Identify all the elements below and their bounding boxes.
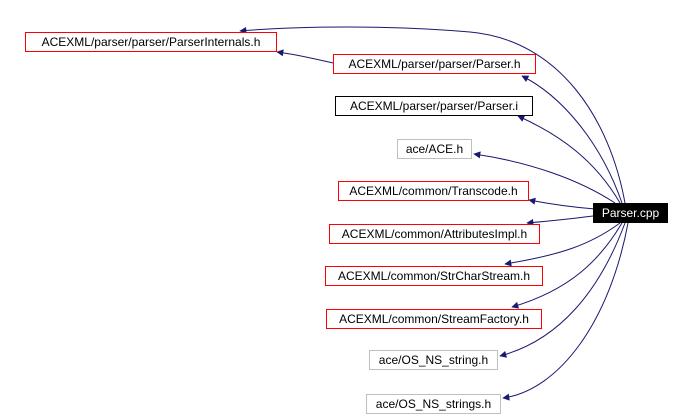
node-streamfactory-h[interactable]: ACEXML/common/StreamFactory.h: [326, 309, 542, 329]
edge-parser-cpp-to-strcharstream-h: [504, 222, 621, 267]
edge-parser-cpp-to-transcode-h: [528, 197, 596, 210]
edge-parser-cpp-to-attributesimpl-h: [526, 215, 594, 226]
edge-parser-cpp-to-ace-h: [473, 151, 616, 204]
edge-parser-cpp-to-parser-h: [521, 75, 623, 204]
edge-parser-h-to-parserinternals-h: [276, 49, 334, 64]
node-attributesimpl-h[interactable]: ACEXML/common/AttributesImpl.h: [329, 224, 540, 244]
edge-parser-cpp-to-streamfactory-h: [511, 222, 623, 309]
node-parser-cpp: Parser.cpp: [593, 203, 668, 223]
edge-parser-cpp-to-parserinternals-h: [239, 26, 626, 204]
node-ace-h[interactable]: ace/ACE.h: [397, 139, 472, 159]
node-transcode-h[interactable]: ACEXML/common/Transcode.h: [338, 181, 529, 201]
node-os-ns-string-h[interactable]: ace/OS_NS_string.h: [369, 350, 498, 370]
edge-parser-cpp-to-os-ns-string-h: [499, 222, 626, 358]
edge-parser-cpp-to-parser-i: [517, 115, 621, 204]
node-parserinternals-h[interactable]: ACEXML/parser/parser/ParserInternals.h: [25, 32, 277, 52]
node-parser-h[interactable]: ACEXML/parser/parser/Parser.h: [333, 54, 536, 74]
node-strcharstream-h[interactable]: ACEXML/common/StrCharStream.h: [325, 266, 543, 286]
edge-parser-cpp-to-os-ns-strings-h: [502, 222, 629, 401]
node-os-ns-strings-h[interactable]: ace/OS_NS_strings.h: [366, 394, 501, 414]
node-parser-i[interactable]: ACEXML/parser/parser/Parser.i: [335, 96, 533, 116]
